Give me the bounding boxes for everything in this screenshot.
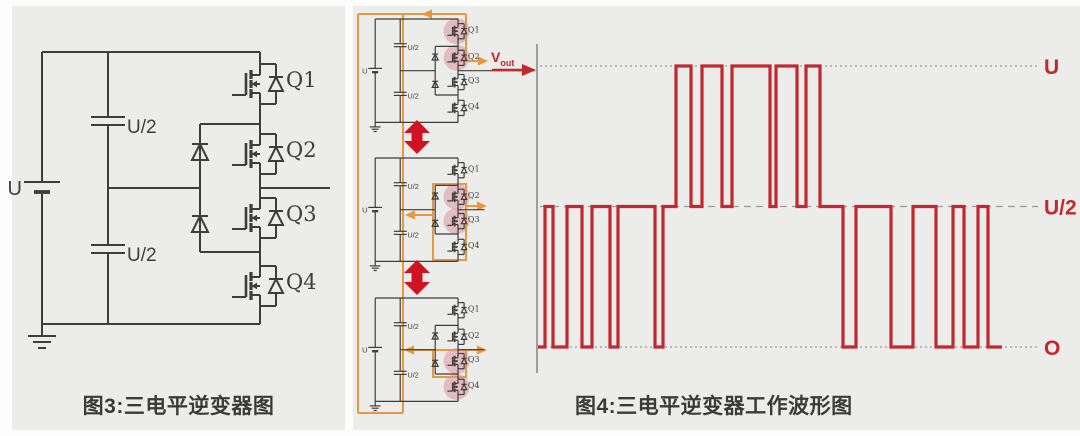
- pwm-output-trace: [538, 64, 1002, 349]
- circuit-label: U/2: [408, 182, 419, 191]
- level-label-U: U: [1044, 56, 1059, 79]
- circuit-label: Q1: [468, 164, 480, 173]
- circuit-label: Q1: [468, 25, 480, 34]
- circuit-label: Q4: [468, 102, 480, 111]
- figure4-panel: [353, 6, 1080, 430]
- circuit-label: U: [362, 205, 367, 214]
- vout-main: V: [491, 49, 501, 65]
- circuit-label: U: [8, 178, 22, 200]
- circuit-label: Q2: [286, 138, 317, 162]
- orange-arrow-right-icon: [478, 56, 488, 66]
- vout-sub: out: [500, 57, 515, 68]
- circuit-label: U/2: [408, 230, 419, 239]
- circuit-label: U/2: [408, 91, 419, 100]
- circuit-label: U/2: [408, 43, 419, 52]
- circuit-label: Q2: [468, 191, 480, 200]
- orange-arrow-left-icon: [405, 210, 415, 220]
- figure4-waveform: U U/2O: [536, 44, 1077, 373]
- circuit-label: Q4: [286, 270, 317, 294]
- circuit-label: Q3: [468, 76, 480, 85]
- figure4-caption: 图4:三电平逆变器工作波形图: [575, 395, 853, 418]
- circuit-label: Q3: [286, 202, 317, 226]
- circuit-label: Q3: [468, 215, 480, 224]
- circuit-label: U/2: [408, 370, 419, 379]
- orange-arrow-left-icon: [422, 9, 432, 19]
- level-label-O: O: [1044, 337, 1060, 360]
- vout-arrow-icon: [522, 64, 536, 76]
- vout-label: Vout: [491, 50, 514, 70]
- state-transition-arrow-icon: [404, 260, 430, 295]
- circuit-label: Q2: [468, 331, 480, 340]
- circuit-label: Q4: [468, 241, 480, 250]
- level-label-U-2: U/2: [1044, 197, 1077, 220]
- orange-arrow-right-icon: [477, 201, 487, 211]
- circuit-label: U: [362, 345, 367, 354]
- circuit-label: Q3: [468, 355, 480, 364]
- state-transition-arrow-icon: [404, 120, 430, 154]
- circuit-label: U: [362, 66, 367, 75]
- circuit-label: Q4: [468, 381, 480, 390]
- circuit-label: U/2: [127, 117, 157, 138]
- circuit-label: Q1: [468, 304, 480, 313]
- figure3-caption: 图3:三电平逆变器图: [82, 395, 275, 418]
- figure3-panel: [12, 6, 345, 430]
- circuit-label: U/2: [127, 245, 157, 266]
- circuit-label: Q2: [468, 52, 480, 61]
- circuit-label: U/2: [408, 322, 419, 331]
- circuit-label: Q1: [286, 68, 317, 92]
